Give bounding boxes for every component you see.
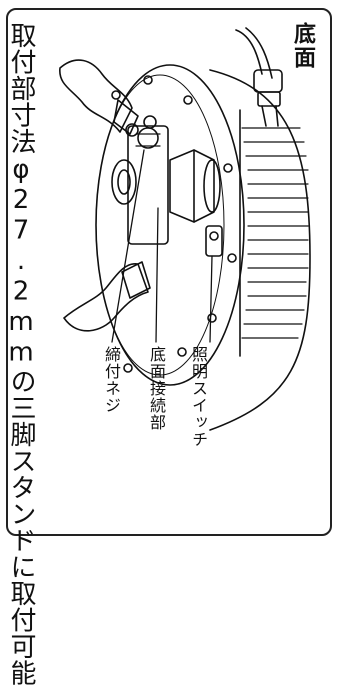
cable-line xyxy=(235,29,263,75)
base-plate xyxy=(95,64,245,386)
label-light-switch: 照明スイッチ xyxy=(189,346,208,448)
leader-screw xyxy=(111,149,145,343)
center-mount xyxy=(127,125,169,245)
cable-connector xyxy=(253,69,283,93)
leader-base xyxy=(155,207,159,343)
tripod-socket xyxy=(111,159,137,205)
device-bottom-illustration xyxy=(59,27,311,431)
figure-frame xyxy=(6,8,332,536)
tightening-screw-head xyxy=(137,127,159,149)
light-switch-knob xyxy=(205,225,223,257)
page-heading: 底面 xyxy=(290,22,315,70)
leader-switch xyxy=(209,255,213,343)
base-connector-body xyxy=(169,149,215,223)
label-tightening-screw: 締付ネジ xyxy=(102,346,121,414)
cage-grille xyxy=(241,127,309,339)
mount-caption: 取付部寸法φ27.2mmの三脚スタンドに取付可能 xyxy=(6,22,36,686)
plate-screw xyxy=(143,75,153,85)
label-base-connector: 底面接続部 xyxy=(147,346,166,431)
lamp-housing xyxy=(209,69,311,431)
lower-clamp-handle xyxy=(63,263,149,332)
upper-clamp-handle xyxy=(59,59,133,133)
